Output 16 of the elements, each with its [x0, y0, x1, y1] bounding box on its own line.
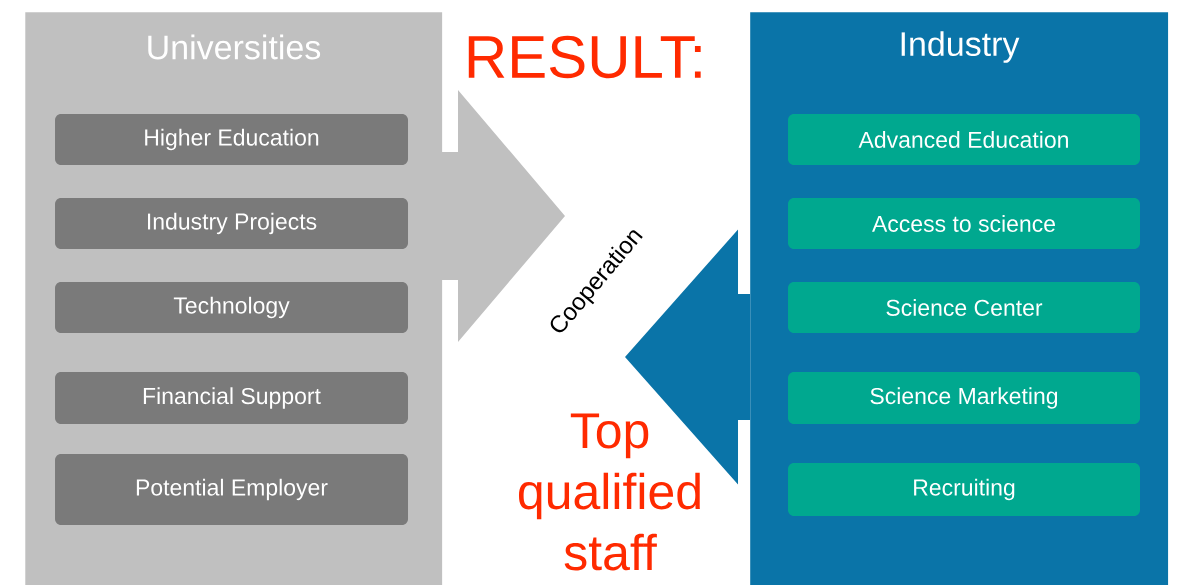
item-box: Science Marketing — [788, 372, 1140, 424]
item-box: Technology — [55, 282, 408, 333]
panel-heading: Industry — [901, 31, 1020, 63]
block-arrow — [625, 229, 750, 485]
item-box: Recruiting — [788, 463, 1140, 516]
item-box: Advanced Education — [788, 114, 1140, 165]
item-box: Higher Education — [55, 114, 408, 165]
result-heading: RESULT: — [468, 35, 701, 79]
result-text: Top qualified staff — [519, 413, 700, 571]
panel-heading: Universities — [148, 34, 321, 60]
item-box: Access to science — [788, 198, 1140, 249]
block-arrow — [442, 90, 565, 342]
item-box: Financial Support — [55, 372, 408, 424]
item-box: Potential Employer — [55, 454, 408, 525]
item-box: Industry Projects — [55, 198, 408, 249]
item-box: Science Center — [788, 282, 1140, 333]
